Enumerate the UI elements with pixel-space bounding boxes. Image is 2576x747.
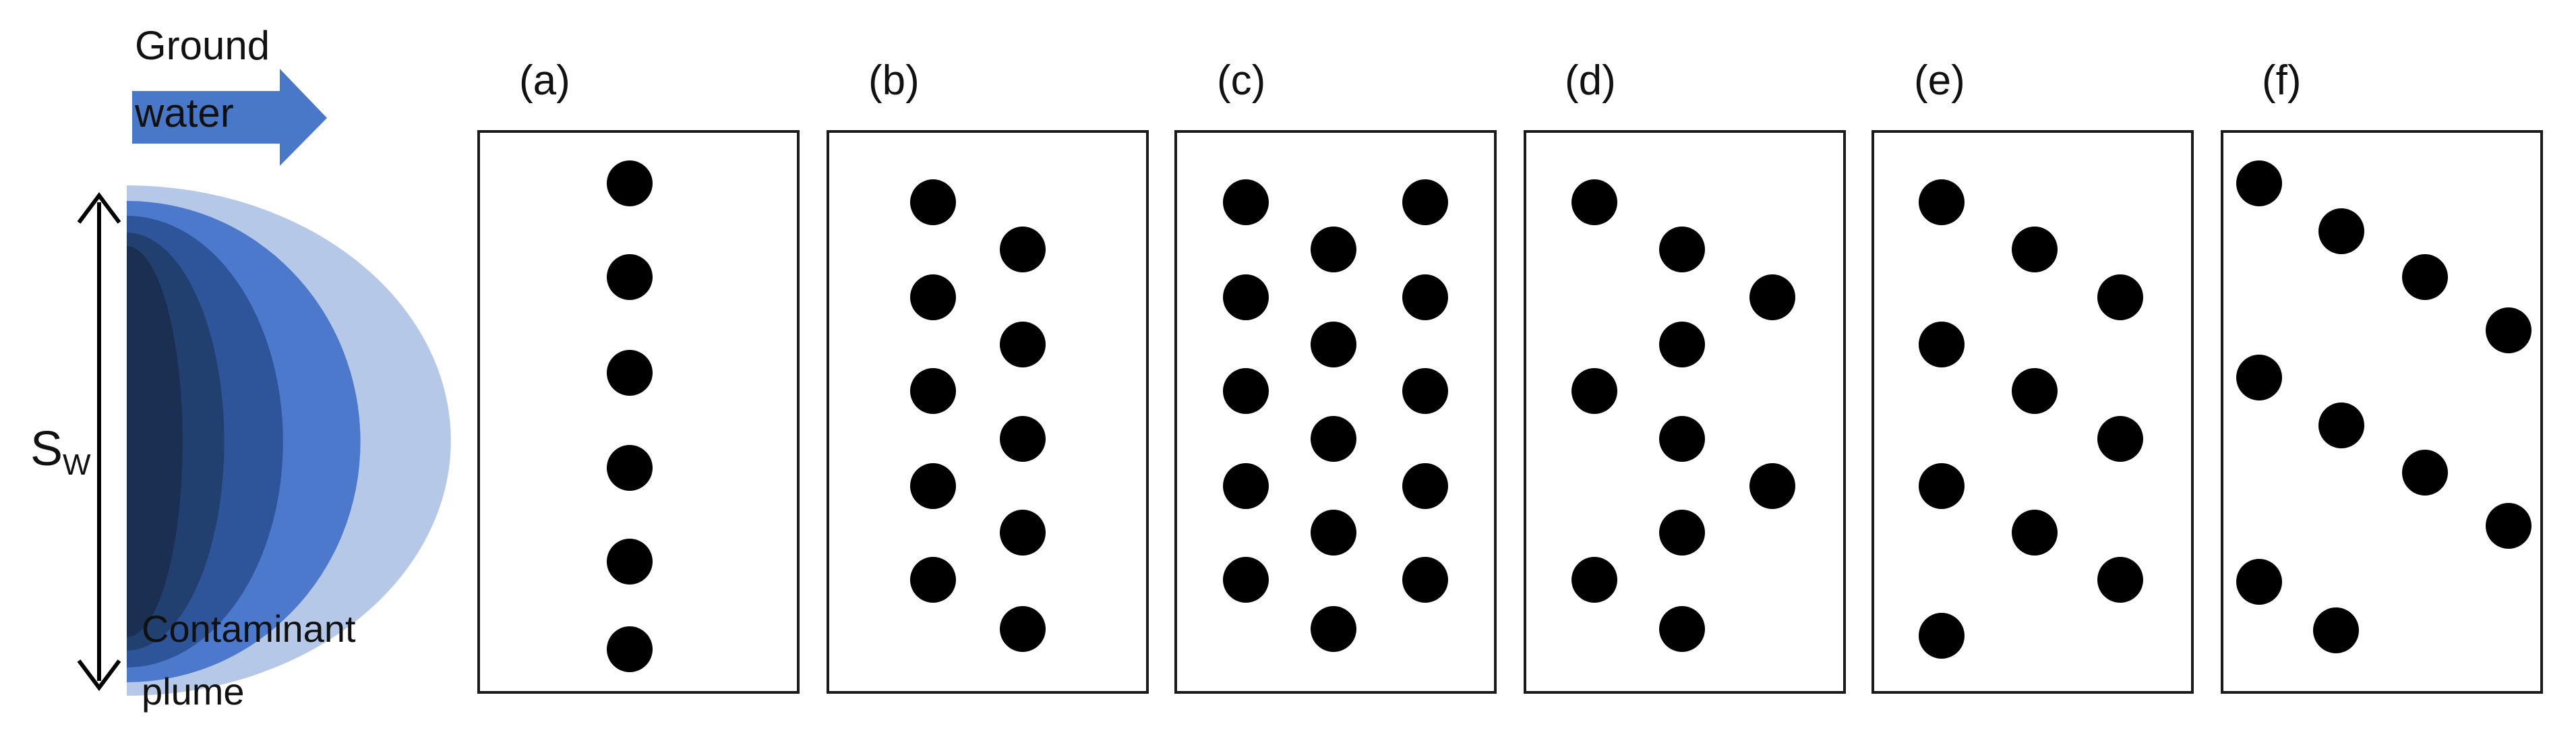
well xyxy=(2402,254,2448,300)
groundwater-label-line1: Ground xyxy=(135,23,270,68)
well xyxy=(1749,274,1795,320)
contaminant-plume xyxy=(127,185,451,696)
well xyxy=(1000,322,1046,367)
panel-label-c: (c) xyxy=(1217,57,1265,104)
well xyxy=(1749,463,1795,509)
well xyxy=(2318,402,2364,448)
panel-f: (f) xyxy=(2221,57,2543,694)
well xyxy=(607,445,653,491)
well xyxy=(2097,274,2143,320)
panel-label-f: (f) xyxy=(2262,57,2302,104)
well xyxy=(1659,510,1705,556)
wells-a xyxy=(607,160,653,672)
well xyxy=(1402,368,1448,414)
panel-d: (d) xyxy=(1524,57,1846,694)
panel-label-e: (e) xyxy=(1914,57,1965,104)
well xyxy=(1919,463,1965,509)
well xyxy=(1402,557,1448,603)
wells-e xyxy=(1919,179,2143,659)
well xyxy=(1000,510,1046,556)
well xyxy=(1223,274,1269,320)
well xyxy=(2318,208,2364,254)
right-arrow-icon xyxy=(132,69,327,166)
panel-frame-b xyxy=(827,130,1149,694)
well xyxy=(1659,606,1705,652)
wells-d xyxy=(1571,179,1795,652)
well xyxy=(2097,416,2143,462)
well xyxy=(2313,607,2359,653)
groundwater-label-line2: water xyxy=(134,90,234,136)
well xyxy=(1402,179,1448,225)
well xyxy=(1311,606,1356,652)
panel-label-d: (d) xyxy=(1565,57,1616,104)
panel-frame-c xyxy=(1174,130,1497,694)
well xyxy=(2486,307,2532,353)
well xyxy=(1571,179,1617,225)
panel-c: (c) xyxy=(1174,57,1497,694)
well xyxy=(2402,450,2448,496)
well xyxy=(1311,227,1356,272)
well xyxy=(1571,557,1617,603)
well xyxy=(1223,463,1269,509)
well xyxy=(2236,355,2282,400)
well xyxy=(1659,322,1705,367)
well xyxy=(910,179,956,225)
plume-ring-core xyxy=(127,246,183,637)
well xyxy=(607,254,653,300)
well xyxy=(1571,368,1617,414)
groundwater-legend: Ground water xyxy=(132,23,327,166)
well xyxy=(1000,606,1046,652)
spacing-label: SW xyxy=(30,422,91,481)
well xyxy=(1659,416,1705,462)
well xyxy=(1000,416,1046,462)
well xyxy=(1000,227,1046,272)
well xyxy=(1402,463,1448,509)
well xyxy=(910,557,956,603)
panel-label-b: (b) xyxy=(868,57,920,104)
well xyxy=(607,160,653,206)
well xyxy=(910,368,956,414)
wells-c xyxy=(1223,179,1448,652)
well xyxy=(1311,322,1356,367)
well xyxy=(2486,503,2532,549)
panel-frame-a xyxy=(477,130,800,694)
well xyxy=(607,539,653,585)
well xyxy=(1919,179,1965,225)
well xyxy=(1311,510,1356,556)
double-arrow-icon xyxy=(77,192,121,691)
panel-frame-d xyxy=(1524,130,1846,694)
well xyxy=(607,350,653,396)
well xyxy=(607,626,653,672)
well xyxy=(2012,368,2058,414)
well xyxy=(2097,557,2143,603)
well xyxy=(1659,227,1705,272)
well xyxy=(2236,160,2282,206)
well xyxy=(1223,557,1269,603)
well xyxy=(1919,613,1965,659)
panel-frame-f xyxy=(2221,130,2543,694)
well xyxy=(1919,322,1965,367)
well xyxy=(1223,368,1269,414)
plume-label-line1: Contaminant xyxy=(142,607,356,650)
wells-b xyxy=(910,179,1046,652)
well xyxy=(1223,179,1269,225)
well xyxy=(1311,416,1356,462)
well xyxy=(2236,559,2282,605)
panel-a: (a) xyxy=(477,57,800,694)
well xyxy=(1402,274,1448,320)
well xyxy=(2012,227,2058,272)
wells-f xyxy=(2236,160,2532,653)
panel-b: (b) xyxy=(827,57,1149,694)
well xyxy=(2012,510,2058,556)
well xyxy=(910,274,956,320)
well xyxy=(910,463,956,509)
panel-e: (e) xyxy=(1871,57,2194,694)
plume-label-line2: plume xyxy=(142,670,245,713)
panel-label-a: (a) xyxy=(519,57,570,104)
